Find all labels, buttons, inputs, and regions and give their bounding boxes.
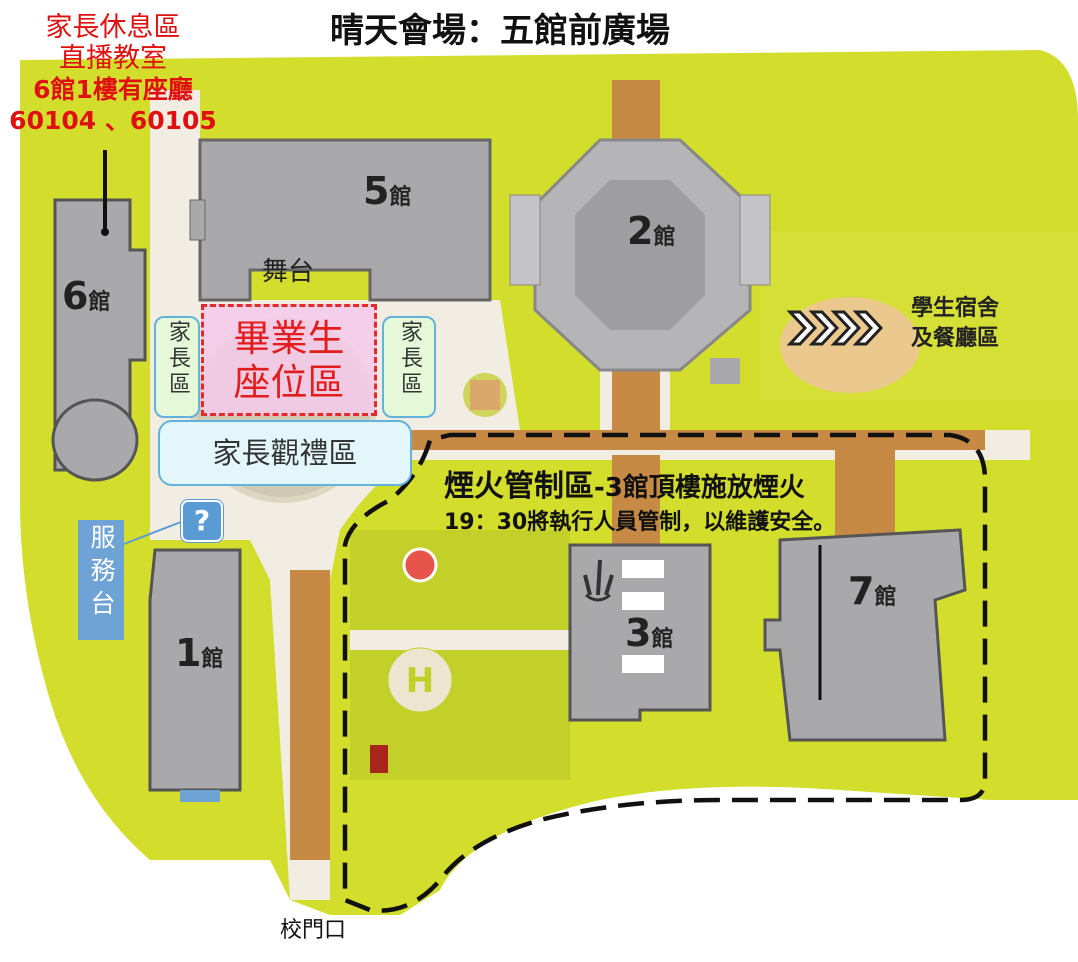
- school-gate-label: 校門口: [280, 918, 347, 943]
- graduate-seating-area: 畢業生 座位區: [201, 304, 377, 416]
- control-zone-suffix: -3館頂樓施放煙火: [594, 473, 805, 503]
- parent-area-right: 家長區: [382, 316, 436, 418]
- building-3-shape: [568, 543, 712, 722]
- building-7-shape: [763, 528, 967, 742]
- parent-area-right-text: 家長區: [397, 320, 422, 398]
- graduate-line: 畢業生: [233, 317, 345, 360]
- arrows-to-dorm-icon: [786, 310, 884, 346]
- building-1-label[interactable]: 1館: [175, 631, 224, 675]
- rest-note-line: 家長休息區: [45, 12, 181, 43]
- firework-icon: [583, 559, 614, 602]
- building-5-shape: [198, 138, 492, 302]
- parent-area-left: 家長區: [154, 316, 200, 418]
- parent-rest-note: 家長休息區 直播教室 6館1樓有座廳 60104 、60105: [8, 12, 218, 136]
- parent-area-left-text: 家長區: [165, 320, 190, 398]
- svg-text:H: H: [406, 661, 434, 701]
- rest-note-line: 6館1樓有座廳: [33, 75, 193, 104]
- building-2-label[interactable]: 2館: [627, 209, 676, 253]
- service-desk-text: 服務台: [87, 524, 116, 623]
- dorm-label-line: 學生宿舍: [910, 296, 999, 321]
- service-desk-label[interactable]: 服務台: [78, 520, 124, 640]
- control-zone-name: 煙火管制區: [444, 469, 594, 504]
- building-6-label[interactable]: 6館: [62, 274, 111, 318]
- control-zone-note: 19：30將執行人員管制，以維護安全。: [444, 510, 836, 535]
- help-icon[interactable]: ?: [181, 500, 223, 542]
- building-5-label[interactable]: 5館: [363, 169, 412, 213]
- dorm-field: [780, 297, 920, 393]
- stage-label: 舞台: [262, 257, 315, 287]
- building-7-label[interactable]: 7館: [848, 569, 897, 613]
- dorm-label-line: 及餐廳區: [910, 326, 999, 351]
- garden-ornament: [463, 373, 507, 417]
- graduate-line: 座位區: [233, 361, 345, 404]
- dorm-label[interactable]: 學生宿舍 及餐廳區: [900, 294, 1010, 354]
- control-zone-title: 煙火管制區-3館頂樓施放煙火: [444, 469, 805, 505]
- parents-viewing-area: 家長觀禮區: [158, 420, 412, 486]
- page-title: 晴天會場：五館前廣場: [330, 11, 670, 51]
- building-3-label[interactable]: 3館: [625, 611, 674, 655]
- walkway: [150, 90, 520, 900]
- control-zone-boundary: [342, 432, 988, 913]
- rest-note-line: 60104 、60105: [9, 106, 217, 135]
- rest-note-line: 直播教室: [59, 43, 167, 74]
